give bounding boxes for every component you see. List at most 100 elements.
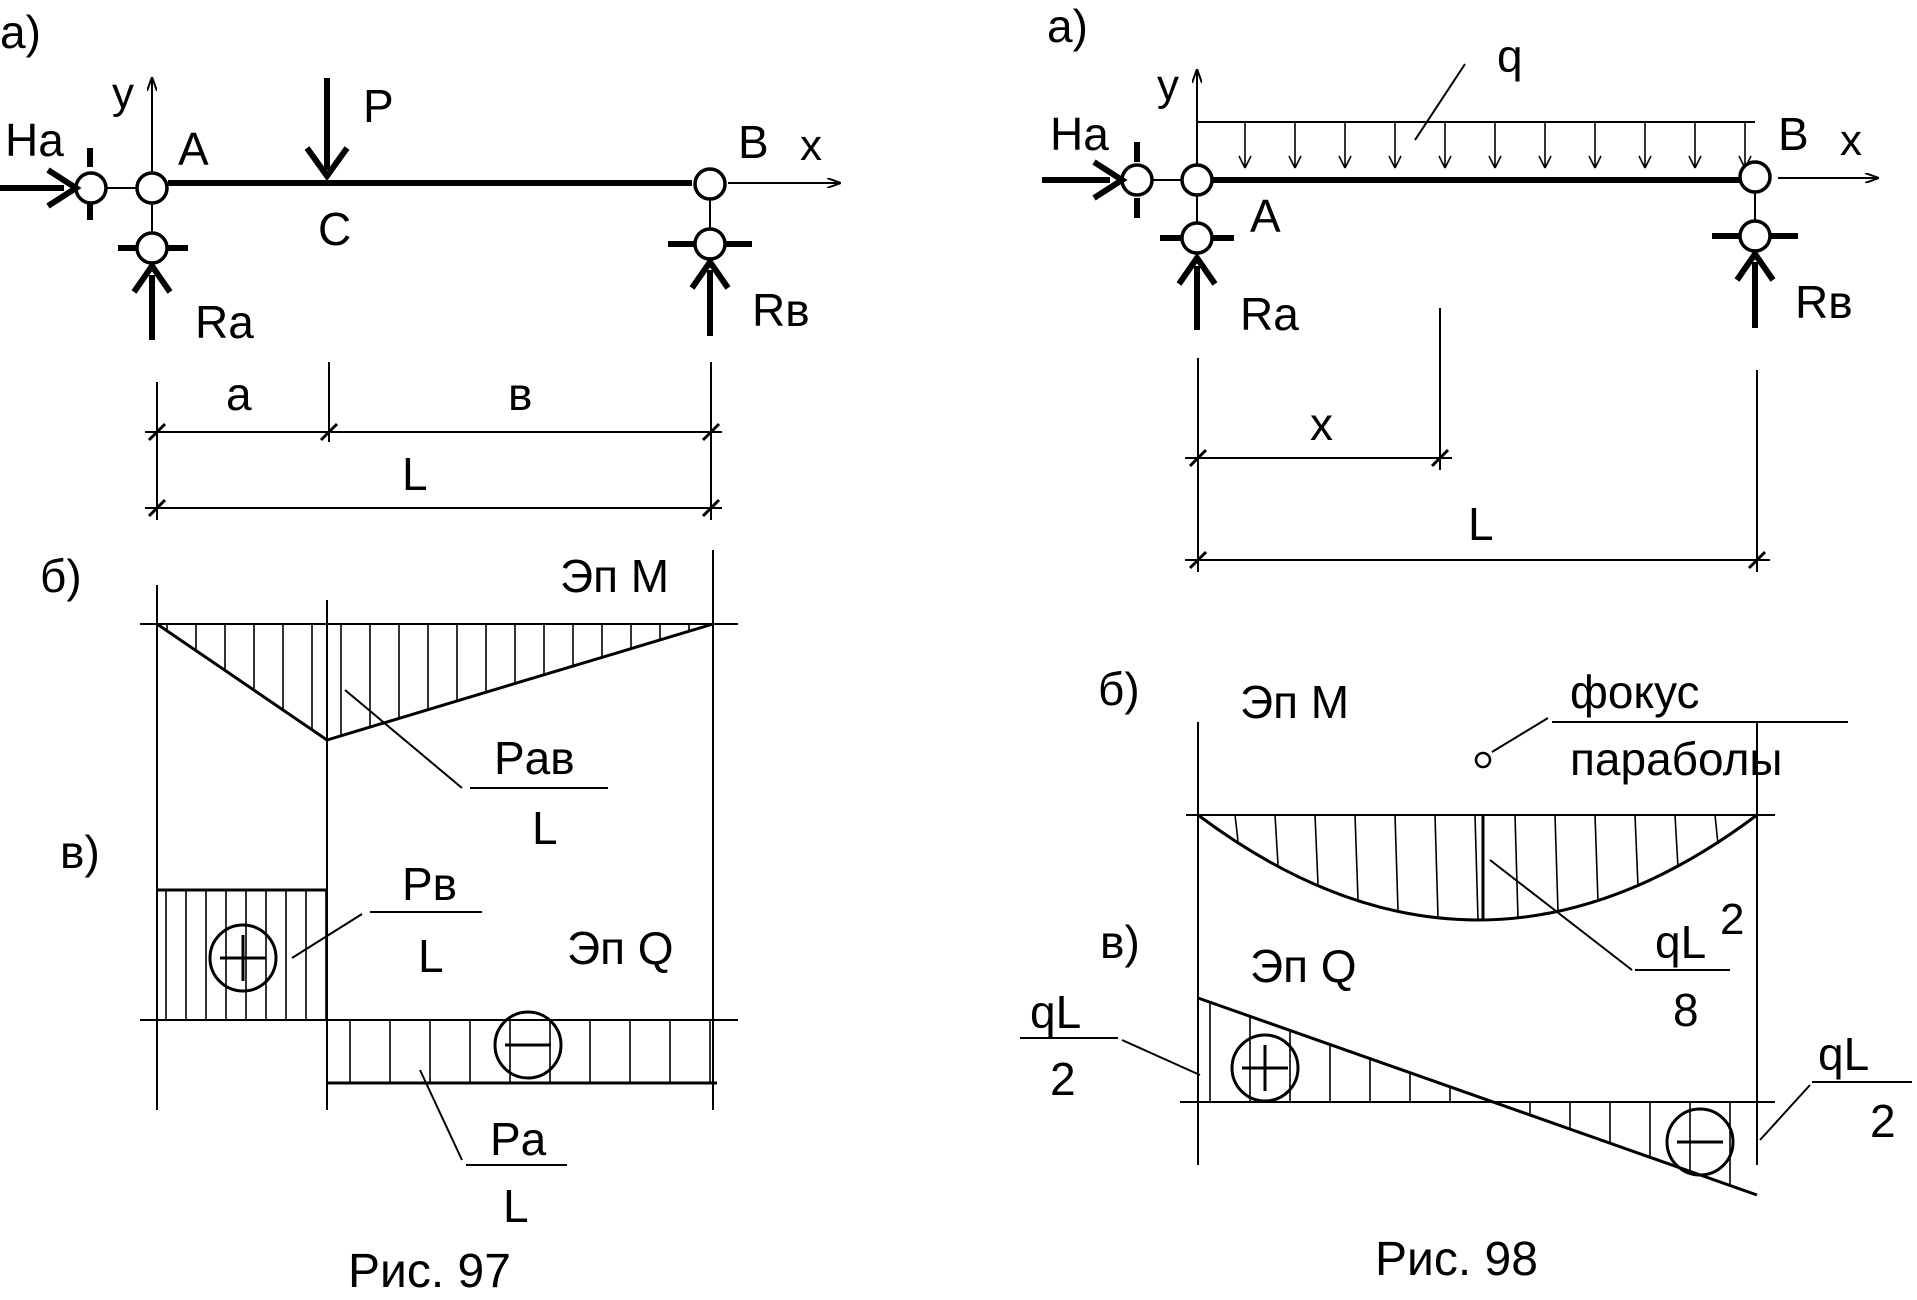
fig97-dim-b-label: в bbox=[508, 368, 532, 420]
fig97-caption: Рис. 97 bbox=[348, 1245, 511, 1295]
fig98-load-arrow-head bbox=[1644, 155, 1652, 169]
fig98-moment-hatch-line bbox=[1714, 814, 1719, 845]
fig97-plus-sign-circle bbox=[208, 923, 278, 993]
fig98-moment-hatch-line bbox=[1394, 814, 1399, 911]
fig98-shear-left-leader bbox=[1121, 1039, 1201, 1076]
fig97-shear-hatching bbox=[165, 890, 711, 1083]
fig97-moment-curve bbox=[156, 622, 714, 742]
fig98-moment-leader bbox=[1489, 859, 1633, 971]
fig97-point-A-label: A bbox=[178, 123, 209, 175]
fig98-dim-tick bbox=[1188, 550, 1208, 570]
fig98-shear-right-numerator: qL bbox=[1818, 1028, 1869, 1080]
fig97-dim-tick bbox=[147, 422, 167, 442]
fig98-shear-left-denominator: 2 bbox=[1050, 1053, 1076, 1105]
fig97-support-B-hinge bbox=[693, 227, 727, 261]
fig98-moment-hatch-line bbox=[1354, 814, 1359, 900]
fig97-shear-neg-numerator: Pa bbox=[490, 1113, 547, 1165]
fig97-dimensions: a в L bbox=[145, 362, 722, 520]
fig97-point-C-label: C bbox=[318, 203, 351, 255]
fig97-force-P-label: P bbox=[363, 80, 394, 132]
fig98-support-B-hinge bbox=[1738, 219, 1772, 253]
fig97-force-P-head bbox=[304, 146, 350, 182]
fig97-hinge-B bbox=[693, 167, 727, 201]
fig98-hinge-A bbox=[1180, 163, 1214, 197]
fig98-moment-hatch-line bbox=[1474, 814, 1479, 921]
fig97-dim-tick bbox=[319, 422, 339, 442]
fig97-support-A-hinge bbox=[135, 231, 169, 265]
fig98-label-b: б) bbox=[1098, 663, 1140, 715]
fig98-load-arrow-head bbox=[1538, 155, 1546, 169]
fig97-dim-L-label: L bbox=[402, 448, 428, 500]
fig97-axis-x-label: x bbox=[800, 121, 822, 170]
fig98-force-Ha-label: Ha bbox=[1050, 108, 1109, 160]
fig98-moment-parabola bbox=[1197, 813, 1758, 922]
fig97-shear-neg-denominator: L bbox=[503, 1180, 529, 1232]
fig98-moment-hatch-line bbox=[1634, 814, 1639, 887]
fig97-shear-pos-numerator: Pв bbox=[402, 858, 457, 910]
fig97-beam-scheme: а) y x Ha A bbox=[0, 6, 840, 348]
fig98-load-arrow-head bbox=[1488, 155, 1496, 169]
fig98-reaction-Ra-label: Ra bbox=[1240, 288, 1299, 340]
fig97-dim-tick bbox=[701, 498, 721, 518]
fig98-point-B-label: B bbox=[1778, 108, 1809, 160]
fig98-force-Ha-head bbox=[1092, 159, 1128, 201]
fig98-axis-y-label: y bbox=[1157, 61, 1179, 110]
fig98-hinge-B bbox=[1738, 160, 1772, 194]
fig97-dim-tick bbox=[147, 498, 167, 518]
fig98-load-arrow-head bbox=[1344, 155, 1352, 169]
fig97-reaction-Rb-label: Rв bbox=[752, 284, 810, 336]
figure-97: а) y x Ha A bbox=[0, 6, 840, 1298]
fig97-moment-leader bbox=[344, 689, 463, 789]
fig97-force-Ha-label: Ha bbox=[5, 114, 64, 166]
fig98-reaction-Rb-head bbox=[1734, 248, 1776, 282]
fig98-dim-tick bbox=[1188, 448, 1208, 468]
fig98-load-arrow-head bbox=[1688, 155, 1696, 169]
fig98-load-arrow-head bbox=[1388, 155, 1396, 169]
fig98-moment-hatch-line bbox=[1514, 814, 1519, 919]
fig98-focus-label-line2: параболы bbox=[1570, 733, 1782, 785]
fig98-shear-line bbox=[1197, 996, 1758, 1197]
fig98-reaction-Rb-label: Rв bbox=[1795, 276, 1853, 328]
fig98-beam-scheme: а) y q x Ha bbox=[1042, 0, 1878, 340]
fig97-force-Ha-head bbox=[46, 167, 82, 209]
fig97-label-a: а) bbox=[0, 6, 41, 58]
fig98-load-arrow-head bbox=[1338, 155, 1346, 169]
fig98-load-q-label: q bbox=[1497, 30, 1523, 82]
fig97-shear-pos-denominator: L bbox=[418, 930, 444, 982]
fig98-reaction-Ra-head bbox=[1176, 252, 1218, 286]
fig98-point-A-label: A bbox=[1250, 190, 1281, 242]
fig98-dimensions: x L bbox=[1185, 308, 1770, 572]
fig97-dim-a-label: a bbox=[226, 368, 252, 420]
fig98-shear-right-denominator: 2 bbox=[1870, 1095, 1896, 1147]
fig97-dim-tick bbox=[701, 422, 721, 442]
fig98-dim-L-label: L bbox=[1468, 498, 1494, 550]
fig97-hinge-A bbox=[135, 171, 169, 205]
fig98-moment-hatch-line bbox=[1554, 814, 1559, 912]
fig98-load-arrow-head bbox=[1544, 155, 1552, 169]
fig98-label-v: в) bbox=[1100, 916, 1140, 968]
fig98-dim-tick bbox=[1430, 448, 1450, 468]
fig97-reaction-Ra-head bbox=[131, 260, 173, 294]
fig98-load-arrow-head bbox=[1438, 155, 1446, 169]
fig98-load-arrow-head bbox=[1694, 155, 1702, 169]
fig97-axis-y-label: y bbox=[112, 69, 134, 118]
fig98-shear-left-numerator: qL bbox=[1030, 986, 1081, 1038]
fig98-focus-leader bbox=[1491, 717, 1549, 753]
fig97-reaction-Ra-label: Ra bbox=[195, 296, 254, 348]
fig98-load-arrow-head bbox=[1494, 155, 1502, 169]
fig98-moment-hatch-line bbox=[1594, 814, 1599, 902]
fig98-moment-hatch-line bbox=[1314, 814, 1319, 885]
fig98-parabola-focus-point bbox=[1474, 751, 1492, 769]
fig97-moment-diagram: б) Эп M Paв L bbox=[40, 550, 738, 1110]
fig98-moment-hatch-line bbox=[1434, 814, 1439, 918]
fig98-moment-diagram: б) Эп M фокус параболы qL 2 8 bbox=[1098, 663, 1848, 1165]
fig98-load-arrow-head bbox=[1244, 155, 1252, 169]
fig98-moment-hatch-line bbox=[1674, 814, 1679, 868]
fig98-moment-hatch-line bbox=[1234, 814, 1239, 842]
fig98-plus-sign-circle bbox=[1230, 1033, 1300, 1103]
fig98-load-arrow-head bbox=[1444, 155, 1452, 169]
fig98-dim-tick bbox=[1747, 550, 1767, 570]
fig97-label-v: в) bbox=[60, 826, 100, 878]
